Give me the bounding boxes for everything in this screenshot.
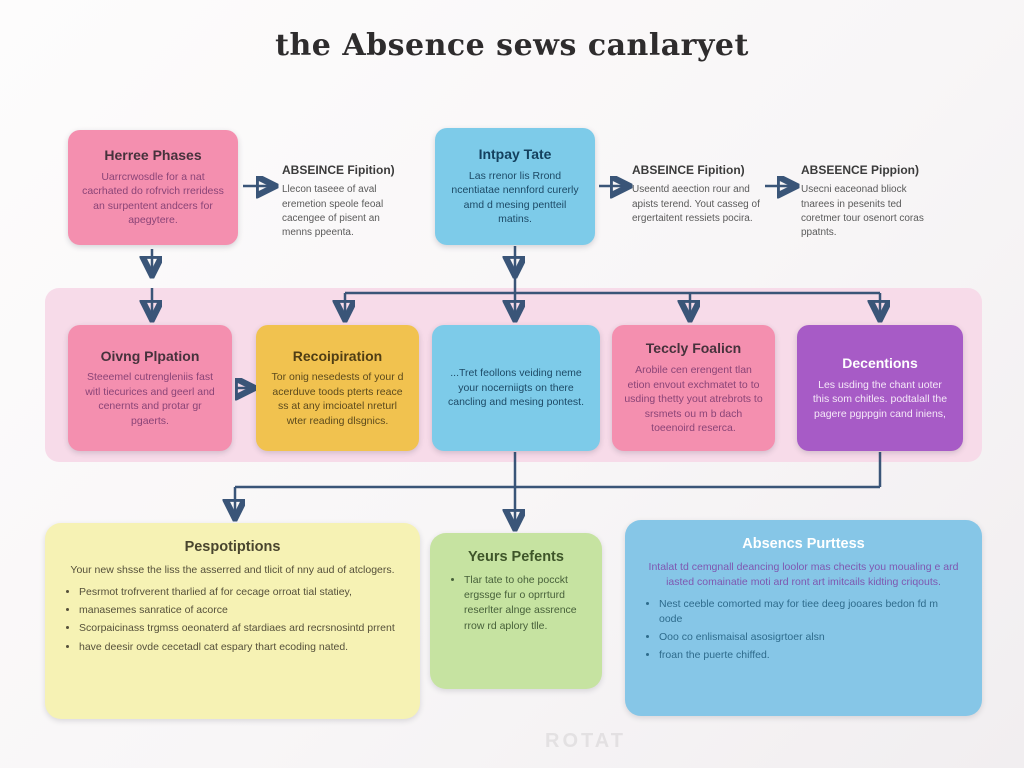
watermark-text: ROTAT <box>545 730 626 752</box>
node-recoipiration: Recoipiration Tor onig nesedests of your… <box>256 325 419 451</box>
list-item: have deesir ovde cecetadl cat espary tha… <box>79 640 402 655</box>
node-heading: Recoipiration <box>292 347 383 364</box>
node-heading: Teccly Foalicn <box>645 340 742 357</box>
list-item: manasemes sanratice of acorce <box>79 603 402 618</box>
node-body: Las rrenor lis Rrond ncentiatae nennford… <box>451 169 579 226</box>
node-body: Tor onig nesedests of your d acerduve to… <box>271 371 404 427</box>
note-heading: ABSEINCE Fipition) <box>632 163 745 177</box>
node-heading: Oivng Plpation <box>100 347 200 364</box>
node-body: Uarrcrwosdle for a nat cacrhated do rofr… <box>82 170 224 227</box>
node-intpay-tate: Intpay Tate Las rrenor lis Rrond ncentia… <box>435 128 595 245</box>
node-body: Arobile cen erengent tlan etion envout e… <box>624 364 763 435</box>
panel-heading: Yeurs Pefents <box>468 549 564 565</box>
note-absence-1: ABSEINCE Fipition) Llecon taseee of aval… <box>282 163 406 240</box>
panel-bullet-list: Tlar tate to ohe pocckt ergssge fur o op… <box>464 573 584 634</box>
note-body: Useentd aeection rour and apists terend.… <box>632 184 760 224</box>
panel-yeurs-pefents: Yeurs Pefents Tlar tate to ohe pocckt er… <box>430 533 602 689</box>
panel-heading: Absencs Purttess <box>742 536 865 552</box>
node-decentions: Decentions Les usding the chant uoter th… <box>797 325 963 451</box>
node-tret-feollons: ...Tret feollons veiding neme your nocer… <box>432 325 600 451</box>
panel-intro: Your new shsse the liss the asserred and… <box>70 564 395 576</box>
node-heading: Herree Phases <box>104 147 202 164</box>
node-oivng-plpation: Oivng Plpation Steeemel cutrengleniis fa… <box>68 325 232 451</box>
page-title: the Absence sews canlaryet <box>275 28 749 63</box>
note-body: Usecni eaceonad bliock tnarees in peseni… <box>801 184 924 238</box>
note-absence-2: ABSEINCE Fipition) Useentd aeection rour… <box>632 163 762 226</box>
note-heading: ABSEINCE Fipition) <box>282 163 395 177</box>
node-teccly-foalicn: Teccly Foalicn Arobile cen erengent tlan… <box>612 325 775 451</box>
note-heading: ABSEENCE Pippion) <box>801 163 920 177</box>
node-body: ...Tret feollons veiding neme your nocer… <box>447 367 584 409</box>
list-item: Nest ceeble comorted may for tiee deeg j… <box>659 597 964 627</box>
list-item: Ooo co enlismaisal asosigrtoer alsn <box>659 630 964 645</box>
list-item: Tlar tate to ohe pocckt ergssge fur o op… <box>464 573 584 634</box>
panel-absencs-purttess: Absencs Purttess Intalat td cemgnall dea… <box>625 520 982 716</box>
panel-bullet-list: Nest ceeble comorted may for tiee deeg j… <box>659 597 964 664</box>
note-absence-3: ABSEENCE Pippion) Usecni eaceonad bliock… <box>801 163 935 240</box>
panel-intro: Intalat td cemgnall deancing loolor mas … <box>648 561 959 588</box>
panel-pespotiptions: Pespotiptions Your new shsse the liss th… <box>45 523 420 719</box>
node-body: Les usding the chant uoter this som chit… <box>812 378 948 420</box>
panel-bullet-list: Pesrmot trofrverent tharlied af for ceca… <box>79 585 402 655</box>
list-item: Pesrmot trofrverent tharlied af for ceca… <box>79 585 402 600</box>
list-item: Scorpaicinass trgmss oeonaterd af stardi… <box>79 621 402 636</box>
node-body: Steeemel cutrengleniis fast witl tiecuri… <box>85 371 215 427</box>
node-herree-phases: Herree Phases Uarrcrwosdle for a nat cac… <box>68 130 238 245</box>
panel-heading: Pespotiptions <box>184 539 281 555</box>
node-heading: Intpay Tate <box>478 146 552 163</box>
note-body: Llecon taseee of aval eremetion speole f… <box>282 184 384 238</box>
list-item: froan the puerte chiffed. <box>659 648 964 663</box>
node-heading: Decentions <box>842 354 918 371</box>
